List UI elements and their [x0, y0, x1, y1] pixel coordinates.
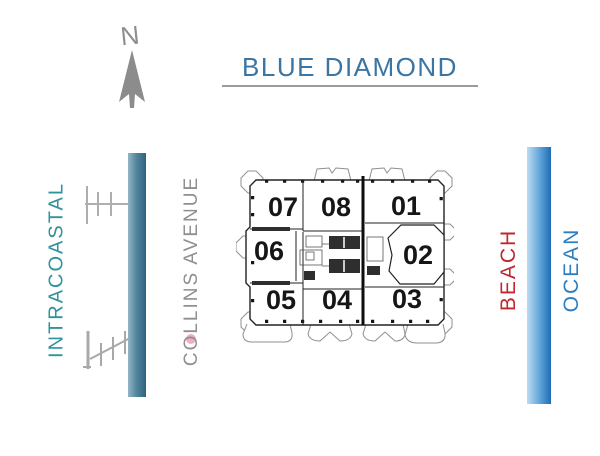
unit-08-label: 08: [321, 192, 351, 222]
unit-03-label: 03: [392, 284, 422, 314]
ocean-waterway-bar: [527, 147, 551, 404]
unit-02-outline: [387, 224, 445, 285]
unit-04-label: 04: [322, 285, 352, 315]
page-title-block: BLUE DIAMOND: [222, 52, 478, 87]
unit-05-label: 05: [266, 285, 296, 315]
ocean-label: OCEAN: [560, 227, 583, 313]
elevator-core: [252, 227, 380, 285]
unit-07-label: 07: [268, 192, 298, 222]
building-outline: [245, 179, 445, 326]
boat-dock-icon-top: [85, 186, 132, 224]
beach-label: BEACH: [497, 228, 520, 312]
interior-walls: [250, 180, 444, 325]
boat-dock-icon-bottom: [83, 331, 132, 369]
unit-06-label: 06: [254, 236, 284, 266]
core-rooms: [299, 235, 384, 267]
pink-dot: [186, 334, 196, 344]
floorplan: 07 08 01 06 02 05 04 03: [236, 167, 454, 344]
intracoastal-label: INTRACOASTAL: [45, 182, 68, 358]
unit-01-label: 01: [391, 191, 421, 221]
unit-02-label: 02: [403, 240, 433, 270]
north-arrow-icon: [119, 50, 145, 108]
collins-avenue-label: COLLINS AVENUE: [181, 175, 202, 367]
page-title: BLUE DIAMOND: [242, 52, 458, 82]
intracoastal-waterway-bar: [128, 153, 146, 397]
